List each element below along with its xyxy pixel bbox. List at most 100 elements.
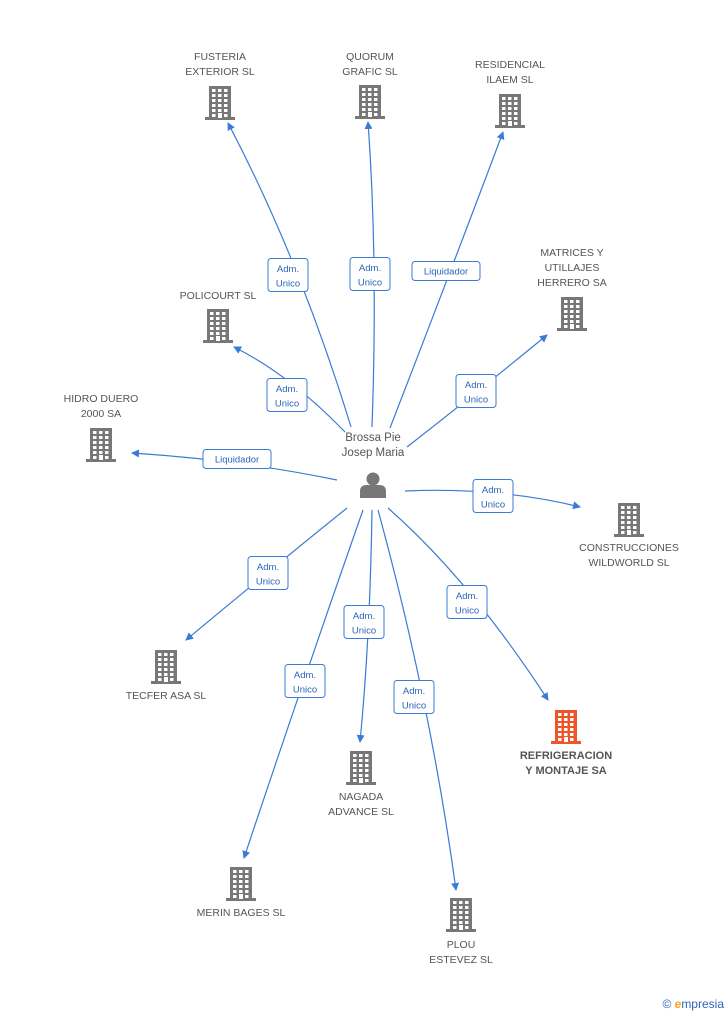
brand-initial: e [674,997,682,1011]
role-label-text: Adm. [482,485,504,496]
company-node-quorum[interactable]: QUORUM GRAFIC SL [342,51,398,119]
edge-role-label[interactable]: Adm. Unico [284,664,326,698]
company-node-plou[interactable]: PLOU ESTEVEZ SL [429,898,493,966]
company-node-tecfer[interactable]: TECFER ASA SL [126,650,207,702]
company-node-nagada[interactable]: NAGADA ADVANCE SL [328,751,394,818]
building-icon [446,898,476,932]
role-label-text: Adm. [276,384,298,395]
role-label-text: Unico [275,399,299,410]
edge-role-label[interactable]: Adm. Unico [455,374,497,408]
role-label-text: Liquidador [424,267,468,278]
edge-role-label[interactable]: Adm.Unico [393,680,435,714]
company-node-merin[interactable]: MERIN BAGES SL [197,867,286,919]
role-label-box [266,378,308,412]
role-label-text: Adm. [277,264,299,275]
role-label-text: Unico [358,278,382,289]
role-label-text: Adm. [465,380,487,391]
edge-hidro: Liquidador [131,449,338,481]
company-name-line: ILAEM SL [486,74,533,86]
edge-tecfer: Adm.Unico [185,507,348,641]
center-person-node[interactable]: Brossa Pie Josep Maria [342,432,405,498]
company-name-line: ESTEVEZ SL [429,954,493,966]
company-node-construcciones[interactable]: CONSTRUCCIONES WILDWORLD SL [579,503,679,569]
company-name-line: UTILLAJES [545,262,600,274]
building-icon [226,867,256,901]
role-label-text: Adm. [456,591,478,602]
company-node-residencial[interactable]: RESIDENCIAL ILAEM SL [475,59,545,128]
role-label-box [446,585,488,619]
edge-role-label[interactable]: Adm. Unico [446,585,488,619]
company-name-line: Y MONTAJE SA [525,765,607,777]
role-label-text: Unico [464,395,488,406]
role-label-text: Unico [276,279,300,290]
role-label-box [284,664,326,698]
edge-role-label[interactable]: Liquidador [202,449,272,469]
role-label-text: Adm. [359,263,381,274]
role-label-text: Unico [455,606,479,617]
role-label-box [247,556,289,590]
edge-plou: Adm.Unico [377,509,460,891]
role-label-text: Unico [256,577,280,588]
company-name-line: EXTERIOR SL [185,66,255,78]
company-name-line: GRAFIC SL [342,66,398,78]
role-label-box [349,257,391,291]
edge-role-label[interactable]: Adm. Unico [266,378,308,412]
company-name-line: NAGADA [339,791,383,803]
edge-fusteria: Adm. Unico [227,122,352,428]
role-label-box [411,261,481,281]
company-name-line: MATRICES Y [540,247,603,259]
building-icon [151,650,181,684]
role-label-box [472,479,514,513]
edge-role-label[interactable]: Adm. Unico [267,258,309,292]
edge-matrices: Adm. Unico [406,334,548,448]
edge-role-label[interactable]: Liquidador [411,261,481,281]
building-icon [355,85,385,119]
edge-role-label[interactable]: Adm.Unico [472,479,514,513]
building-icon [551,710,581,744]
company-name-line: REFRIGERACION [520,750,612,762]
company-name-line: QUORUM [346,51,394,63]
company-name-line: ADVANCE SL [328,806,394,818]
edge-role-label[interactable]: Adm.Unico [247,556,289,590]
company-name-line: FUSTERIA [194,51,246,63]
role-label-box [267,258,309,292]
edge-policourt: Adm. Unico [233,346,346,433]
company-node-refrigeracion[interactable]: REFRIGERACION Y MONTAJE SA [520,710,612,777]
building-icon [346,751,376,785]
company-name-line: CONSTRUCCIONES [579,542,679,554]
building-icon [614,503,644,537]
edge-merin: Adm. Unico [242,509,364,859]
edges-layer: Adm.UnicoAdm.UnicoLiquidadorAdm.UnicoAdm… [131,121,581,891]
copyright-icon: © [662,997,672,1011]
role-label-text: Adm. [353,611,375,622]
role-label-text: Unico [352,626,376,637]
company-name-line: 2000 SA [81,408,121,420]
company-name-line: RESIDENCIAL [475,59,545,71]
nodes-layer: FUSTERIA EXTERIOR SL QUORUM GRAFIC SL RESIDE… [64,51,679,966]
person-icon [360,472,386,498]
company-name-line: WILDWORLD SL [588,557,669,569]
building-icon [86,428,116,462]
role-label-text: Adm. [403,686,425,697]
person-name-line: Brossa Pie [345,432,401,444]
edge-quorum: Adm. Unico [349,121,391,428]
person-name-line: Josep Maria [342,447,405,459]
role-label-text: Unico [293,685,317,696]
company-node-policourt[interactable]: POLICOURT SL [180,290,257,343]
edge-role-label[interactable]: Adm. Unico [343,605,385,639]
company-node-fusteria[interactable]: FUSTERIA EXTERIOR SL [185,51,255,120]
role-label-text: Adm. [294,670,316,681]
brand-footer: © empresia [662,997,724,1011]
edge-role-label[interactable]: Adm. Unico [349,257,391,291]
brand-name: mpresia [681,997,724,1011]
role-label-box [202,449,272,469]
company-name-line: POLICOURT SL [180,290,257,302]
company-name-line: TECFER ASA SL [126,690,207,702]
edge-residencial: Liquidador [389,131,505,429]
role-label-box [343,605,385,639]
role-label-box [455,374,497,408]
company-name-line: PLOU [447,939,476,951]
